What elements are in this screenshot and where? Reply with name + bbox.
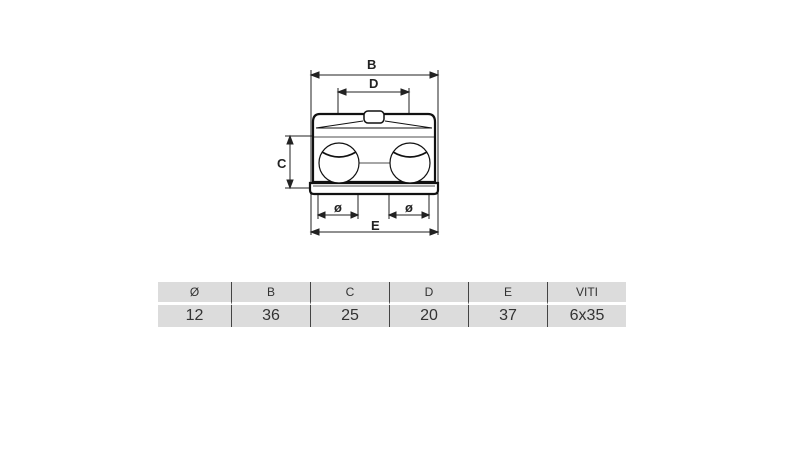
value-e: 37	[469, 305, 548, 327]
header-e: E	[469, 282, 548, 305]
dimension-label-diameter-left: ø	[334, 200, 342, 215]
value-b: 36	[232, 305, 311, 327]
header-c: C	[311, 282, 390, 305]
value-d: 20	[390, 305, 469, 327]
header-viti: VITI	[548, 282, 626, 305]
table-row: 12 36 25 20 37 6x35	[158, 305, 626, 327]
header-d: D	[390, 282, 469, 305]
table-header-row: Ø B C D E VITI	[158, 282, 626, 305]
clamp-technical-drawing: B D C ø ø E	[277, 57, 440, 236]
specification-table: Ø B C D E VITI 12 36 25 20 37 6x35	[158, 282, 626, 327]
value-c: 25	[311, 305, 390, 327]
header-b: B	[232, 282, 311, 305]
dimension-label-d: D	[369, 76, 378, 91]
value-viti: 6x35	[548, 305, 626, 327]
dimension-label-b: B	[367, 57, 376, 72]
header-diameter: Ø	[158, 282, 232, 305]
dimension-label-e: E	[371, 218, 380, 233]
dimension-label-diameter-right: ø	[405, 200, 413, 215]
value-diameter: 12	[158, 305, 232, 327]
dimension-label-c: C	[277, 156, 287, 171]
